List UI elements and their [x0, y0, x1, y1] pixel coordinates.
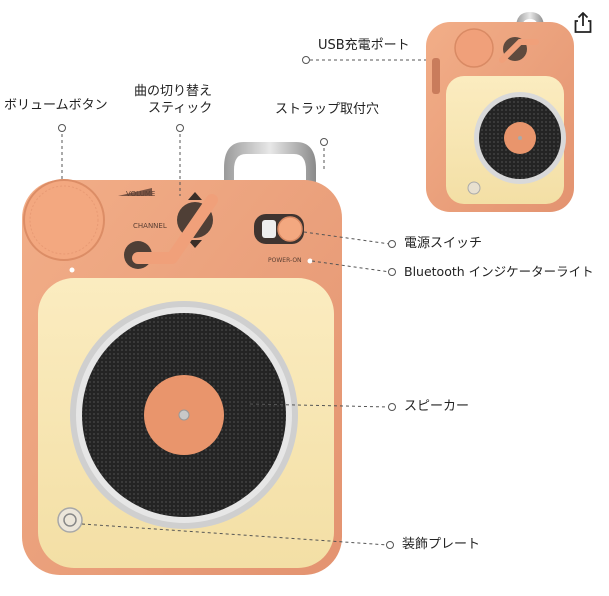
small-decor-plate [467, 181, 481, 195]
main-device: VOLUME CHANNEL POWER-ON [22, 142, 342, 575]
bluetooth-indicator-light [307, 258, 313, 264]
channel-print: CHANNEL [133, 222, 167, 230]
leader-dots [58, 56, 396, 549]
record-spindle [178, 409, 190, 421]
label-usb-port: USB充電ポート [318, 38, 410, 53]
label-power-switch: 電源スイッチ [404, 236, 483, 251]
small-stick [499, 39, 539, 63]
small-strap-loop [516, 12, 544, 42]
d-logo-icon [262, 220, 276, 238]
label-speaker: スピーカー [404, 399, 470, 414]
small-device [426, 12, 574, 212]
volume-knob [23, 179, 105, 261]
leader-lines [61, 59, 426, 546]
label-strap-hole: ストラップ取付穴 [275, 102, 380, 117]
label-bluetooth-indicator: Bluetooth インジケーターライト [404, 264, 594, 279]
power-switch [277, 216, 303, 242]
label-volume-button: ボリュームボタン [4, 98, 108, 113]
track-stick [132, 194, 218, 264]
small-usb-port [432, 58, 440, 94]
strap-loop [224, 142, 316, 190]
share-icon[interactable] [570, 10, 596, 36]
label-track-stick-line1: 曲の切り替え [134, 84, 213, 99]
decor-plate [57, 507, 83, 533]
label-track-stick-line2: スティック [148, 101, 213, 116]
small-volume-knob [454, 28, 494, 68]
label-decor-plate: 装飾プレート [402, 537, 481, 552]
power-on-print: POWER-ON [268, 257, 302, 264]
volume-print: VOLUME [126, 190, 155, 198]
